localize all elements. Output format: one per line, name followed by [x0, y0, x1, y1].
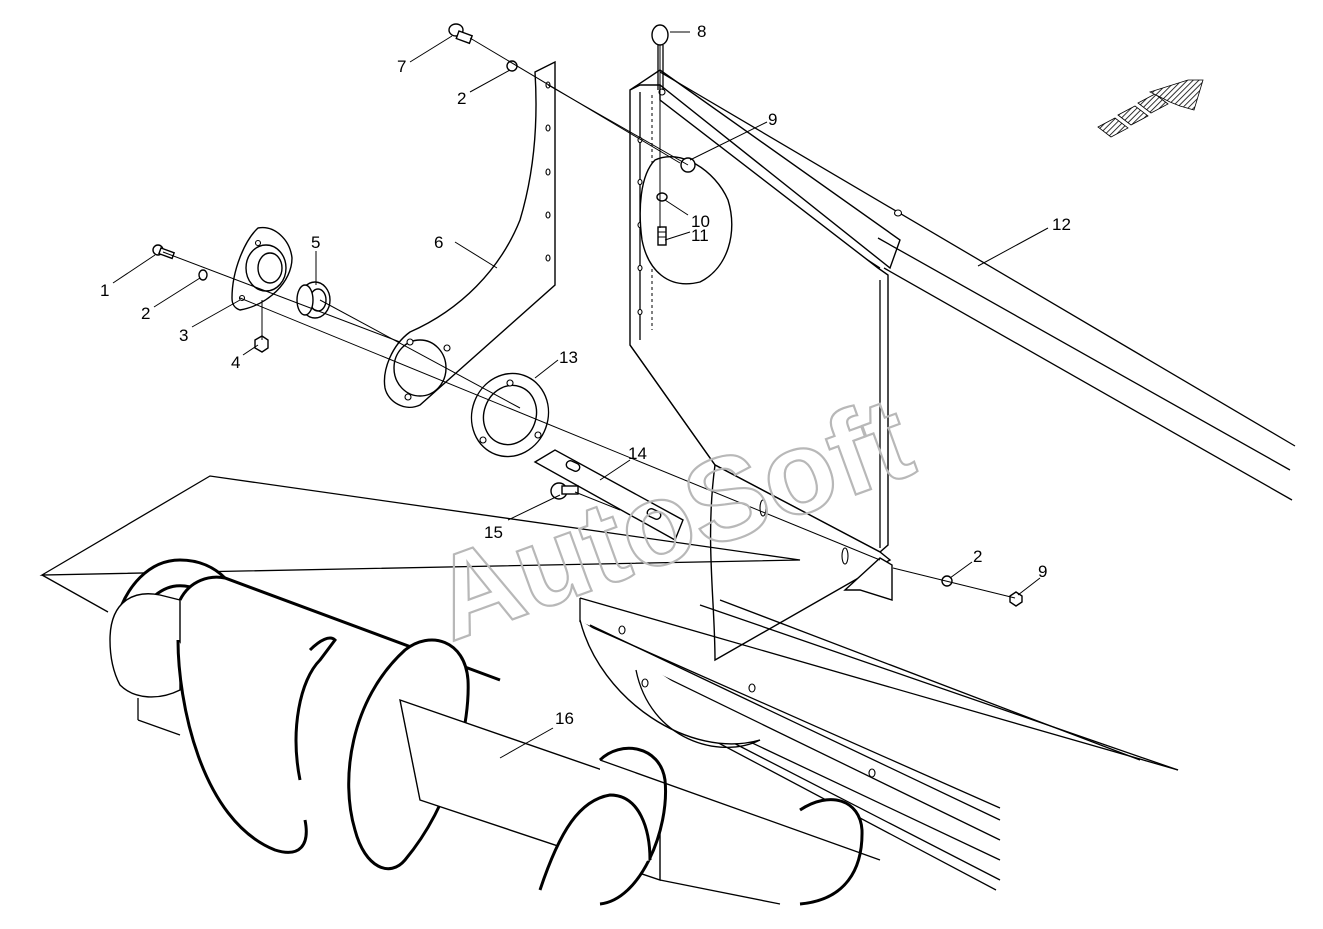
nut-part-9-right — [1009, 591, 1023, 607]
callout-9: 9 — [768, 110, 777, 129]
callout-7: 7 — [397, 57, 406, 76]
end-plate-part-6 — [383, 60, 556, 408]
eye-bolt-part-8 — [651, 24, 669, 90]
assembly-lines — [162, 37, 1016, 599]
callout-11: 11 — [691, 226, 709, 245]
callout-15: 15 — [484, 523, 503, 542]
hatched-direction-arrow-icon — [1097, 79, 1204, 138]
callout-10: 10 — [691, 212, 710, 231]
callout-1: 1 — [100, 281, 109, 300]
callout-4: 4 — [231, 353, 240, 372]
callout-13: 13 — [559, 348, 578, 367]
bearing-housing-part-3 — [231, 226, 293, 311]
callout-2-right: 2 — [973, 547, 982, 566]
leader-lines — [112, 31, 1049, 759]
callout-2: 2 — [141, 304, 150, 323]
callout-14: 14 — [628, 444, 647, 463]
callout-16: 16 — [555, 709, 574, 728]
callout-5: 5 — [311, 233, 320, 252]
callout-2-top: 2 — [457, 89, 466, 108]
bolt-part-15 — [550, 482, 579, 500]
bearing-part-5 — [296, 281, 331, 319]
slotted-bracket-part-14 — [533, 449, 684, 541]
callout-8: 8 — [697, 22, 706, 41]
flange-ring-part-13 — [470, 372, 550, 458]
callout-labels: 1 2 3 4 5 6 7 2 8 9 10 11 12 13 14 15 16… — [100, 22, 1071, 728]
callout-12: 12 — [1052, 215, 1071, 234]
side-panel — [629, 84, 889, 553]
callout-9-right: 9 — [1038, 562, 1047, 581]
lower-trough — [579, 463, 1179, 891]
auger-part-16 — [39, 475, 881, 906]
bolt-part-7 — [448, 23, 474, 45]
callout-3: 3 — [179, 326, 188, 345]
callout-6: 6 — [434, 233, 443, 252]
washer-part-2 — [198, 269, 208, 281]
